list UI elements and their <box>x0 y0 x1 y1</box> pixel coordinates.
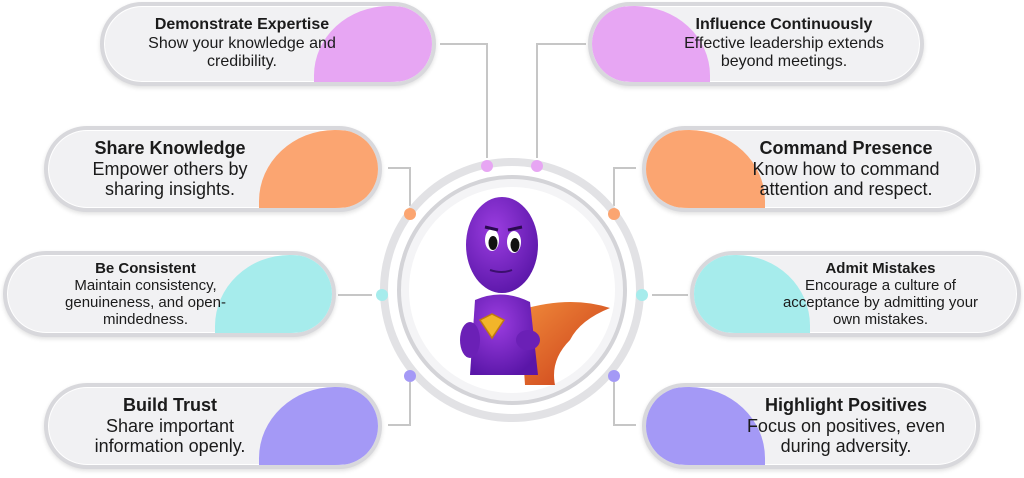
connector-dot-influence <box>531 160 543 172</box>
card-description: credibility. <box>207 53 277 71</box>
card-build-trust: Build Trust Share important information … <box>44 383 382 469</box>
card-description: beyond meetings. <box>720 53 848 71</box>
card-description: Maintain consistency, <box>74 276 217 294</box>
connector-dot-mistakes <box>636 289 648 301</box>
card-description: Encourage a culture of <box>805 276 956 294</box>
connector-dot-consistent <box>376 289 388 301</box>
card-description: acceptance by admitting your <box>782 294 979 311</box>
card-description: during adversity. <box>780 436 912 457</box>
card-description: Show your knowledge and <box>148 34 336 52</box>
card-description: Know how to command <box>752 158 940 179</box>
connector-dot-trust <box>404 370 416 382</box>
card-title: Be Consistent <box>95 259 196 277</box>
connector-dot-positives <box>608 370 620 382</box>
card-description: mindedness. <box>102 311 189 329</box>
card-demonstrate-expertise: Demonstrate Expertise Show your knowledg… <box>100 2 436 86</box>
card-command-presence: Command Presence Know how to command att… <box>642 126 980 212</box>
card-description: Effective leadership extends <box>684 34 884 52</box>
card-description: genuineness, and open- <box>65 294 226 311</box>
card-be-consistent: Be Consistent Maintain consistency, genu… <box>3 251 336 337</box>
card-title: Command Presence <box>759 137 933 158</box>
card-title: Influence Continuously <box>695 16 873 34</box>
card-description: Share important <box>105 415 235 436</box>
card-description: own mistakes. <box>832 311 929 329</box>
card-title: Highlight Positives <box>764 394 928 415</box>
connector-dot-command <box>608 208 620 220</box>
superhero-character-image <box>460 197 610 385</box>
card-description: sharing insights. <box>104 179 236 200</box>
card-influence-continuously: Influence Continuously Effective leaders… <box>588 2 924 86</box>
connector-dot-share <box>404 208 416 220</box>
card-description: information openly. <box>94 436 246 457</box>
card-description: attention and respect. <box>759 179 933 200</box>
connector-dot-demonstrate <box>481 160 493 172</box>
card-admit-mistakes: Admit Mistakes Encourage a culture of ac… <box>690 251 1021 337</box>
card-description: Focus on positives, even <box>746 415 946 436</box>
card-title: Share Knowledge <box>94 137 246 158</box>
card-share-knowledge: Share Knowledge Empower others by sharin… <box>44 126 382 212</box>
card-title: Admit Mistakes <box>825 259 936 277</box>
card-title: Demonstrate Expertise <box>154 16 330 34</box>
card-title: Build Trust <box>123 394 217 415</box>
card-description: Empower others by <box>92 158 248 179</box>
card-highlight-positives: Highlight Positives Focus on positives, … <box>642 383 980 469</box>
